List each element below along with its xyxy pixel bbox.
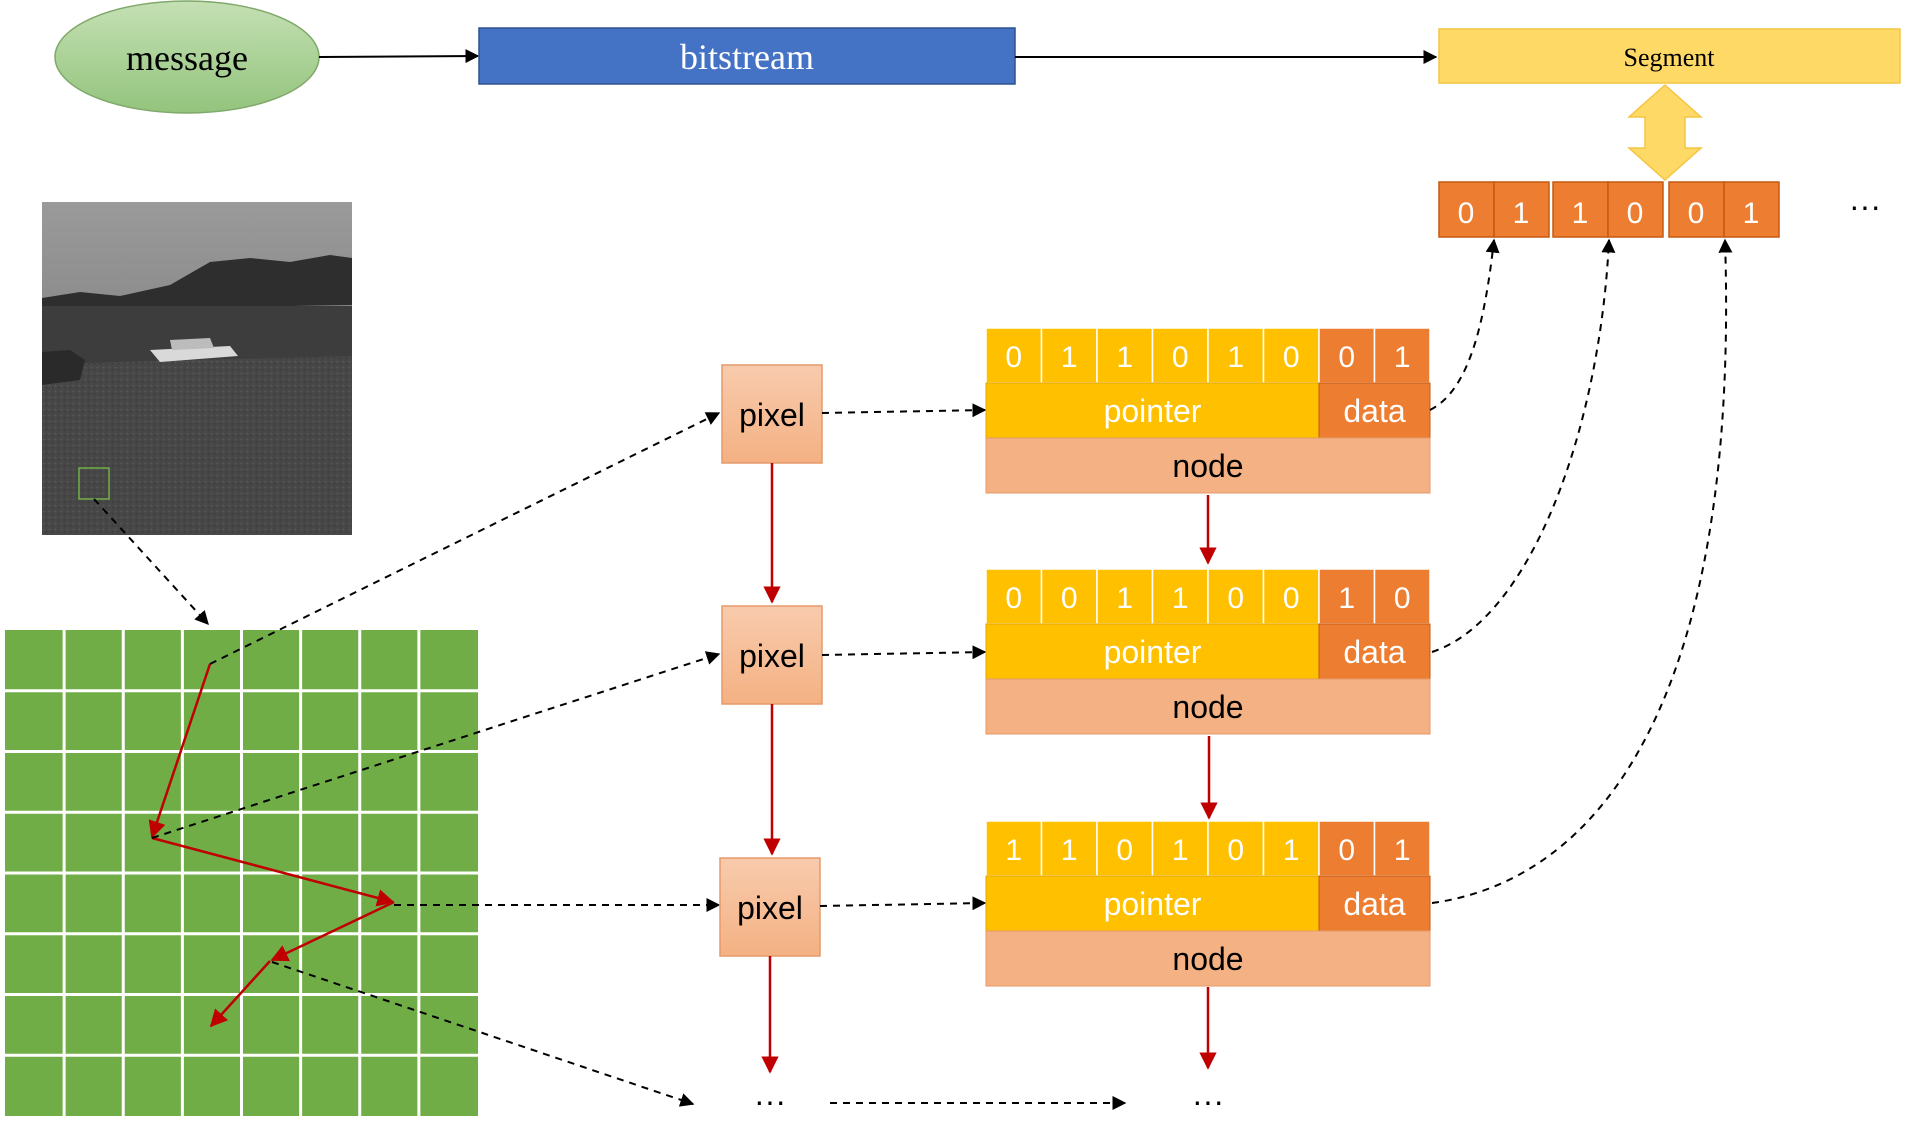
node1-data-to-segment-arrow (1429, 238, 1500, 411)
pixel-label: pixel (737, 890, 803, 926)
pointer-bit: 0 (1061, 582, 1078, 615)
node-structure-2: 0 0 1 1 0 0 1 0 pointer data node (985, 568, 1431, 735)
node-field (985, 678, 1431, 735)
data-label: data (1343, 886, 1405, 922)
pointer-bit-cell (1207, 820, 1265, 877)
block-to-grid-arrow (93, 498, 209, 626)
pixel-box-1: pixel (721, 364, 823, 464)
pointer-bit: 0 (1005, 341, 1022, 374)
segment-bit: 1 (1513, 197, 1530, 230)
pointer-bit-cell (1262, 568, 1320, 625)
data-bit: 0 (1394, 582, 1411, 615)
pointer-bit-cell (1207, 327, 1265, 384)
traversal-path (148, 663, 395, 1028)
pointer-bit-cell (1096, 568, 1154, 625)
data-field (1318, 623, 1431, 680)
data-bit: 0 (1338, 834, 1355, 867)
pointer-bit: 1 (1172, 582, 1189, 615)
pixel-grid (5, 630, 478, 1116)
bitstream-node: bitstream (478, 27, 1016, 85)
data-bit-cell (1373, 820, 1431, 877)
segment-bit: 1 (1572, 197, 1589, 230)
bitstream-label: bitstream (680, 37, 814, 77)
node-structure-3: 1 1 0 1 0 1 0 1 pointer data node (985, 820, 1431, 987)
pixel-box-3: pixel (719, 857, 821, 957)
pixel1-to-node1-arrow (821, 403, 987, 418)
nodes-layer: 0 1 1 0 1 0 0 1 pointer data node 0 0 1 1 0 0 1 0 pointer da… (985, 327, 1431, 987)
node2-data-to-segment-arrow (1431, 238, 1616, 653)
pointer-field (985, 623, 1320, 680)
data-bit: 0 (1338, 341, 1355, 374)
pointer-bit: 1 (1283, 834, 1300, 867)
pointer-bit-cell (1151, 568, 1209, 625)
pointer-bit: 0 (1116, 834, 1133, 867)
data-label: data (1343, 634, 1405, 670)
pointer-label: pointer (1104, 886, 1202, 922)
node3-data-to-segment-arrow (1431, 238, 1733, 904)
data-label: data (1343, 393, 1405, 429)
data-bit-cell (1373, 327, 1431, 384)
pointer-bit: 0 (1283, 582, 1300, 615)
segment-node: Segment (1438, 28, 1901, 84)
message-label: message (126, 38, 248, 78)
pointer-bit: 1 (1005, 834, 1022, 867)
pointer-bit-cell (1040, 327, 1098, 384)
segment-double-arrow (1627, 83, 1703, 182)
pointer-label: pointer (1104, 393, 1202, 429)
pixel2-to-node2-arrow (821, 645, 987, 660)
data-bit: 1 (1394, 341, 1411, 374)
grid-to-pixel2-arrow (151, 651, 721, 839)
segment-bit: 0 (1627, 197, 1644, 230)
pointer-bit: 1 (1116, 582, 1133, 615)
pointer-bit: 0 (1172, 341, 1189, 374)
pointer-bit: 0 (1283, 341, 1300, 374)
data-bit-cell (1318, 820, 1376, 877)
pointer-bit: 0 (1227, 834, 1244, 867)
segment-ellipsis: ··· (1849, 188, 1881, 224)
pixel-chain-ellipsis: ··· (754, 1083, 786, 1119)
pointer-bit-cell (985, 327, 1043, 384)
segment-bit-pair-1: 0 1 (1438, 181, 1550, 238)
segment-bits-group: 0 1 1 0 0 1 ··· (1438, 181, 1881, 238)
segment-bit: 0 (1688, 197, 1705, 230)
grid-to-pixel1-arrow (209, 412, 721, 665)
segment-label: Segment (1624, 43, 1716, 72)
pointer-field (985, 382, 1320, 439)
segment-bit: 0 (1458, 197, 1475, 230)
node-label: node (1172, 941, 1243, 977)
pointer-bit-cell (1151, 820, 1209, 877)
data-bit-cell (1318, 327, 1376, 384)
pointer-bit: 1 (1061, 341, 1078, 374)
segment-bit-pair-2: 1 0 (1552, 181, 1664, 238)
segment-bit: 1 (1743, 197, 1760, 230)
pointer-bit: 1 (1227, 341, 1244, 374)
node-field (985, 930, 1431, 987)
pointer-bit-cell (1262, 820, 1320, 877)
node-chain-ellipsis: ··· (1192, 1083, 1224, 1119)
pointer-label: pointer (1104, 634, 1202, 670)
data-bit: 1 (1394, 834, 1411, 867)
node-label: node (1172, 689, 1243, 725)
message-to-bitstream-arrow (318, 49, 480, 64)
pointer-bit: 0 (1227, 582, 1244, 615)
data-bit: 1 (1338, 582, 1355, 615)
grid-to-next-arrow (271, 961, 695, 1107)
pixel3-to-node3-arrow (819, 896, 987, 911)
node-field (985, 437, 1431, 494)
pointer-bit: 1 (1061, 834, 1078, 867)
node-structure-1: 0 1 1 0 1 0 0 1 pointer data node (985, 327, 1431, 494)
pointer-bit: 0 (1005, 582, 1022, 615)
pixel-box-2: pixel (721, 605, 823, 705)
segment-bit-pair-3: 0 1 (1668, 181, 1780, 238)
pixel-label: pixel (739, 397, 805, 433)
pointer-bit-cell (1096, 820, 1154, 877)
pixel-label: pixel (739, 638, 805, 674)
message-node: message (54, 0, 320, 114)
photo-thumbnail (42, 202, 352, 535)
pointer-bit: 1 (1172, 834, 1189, 867)
node-label: node (1172, 448, 1243, 484)
pointer-field (985, 875, 1320, 932)
pointer-bit: 1 (1116, 341, 1133, 374)
